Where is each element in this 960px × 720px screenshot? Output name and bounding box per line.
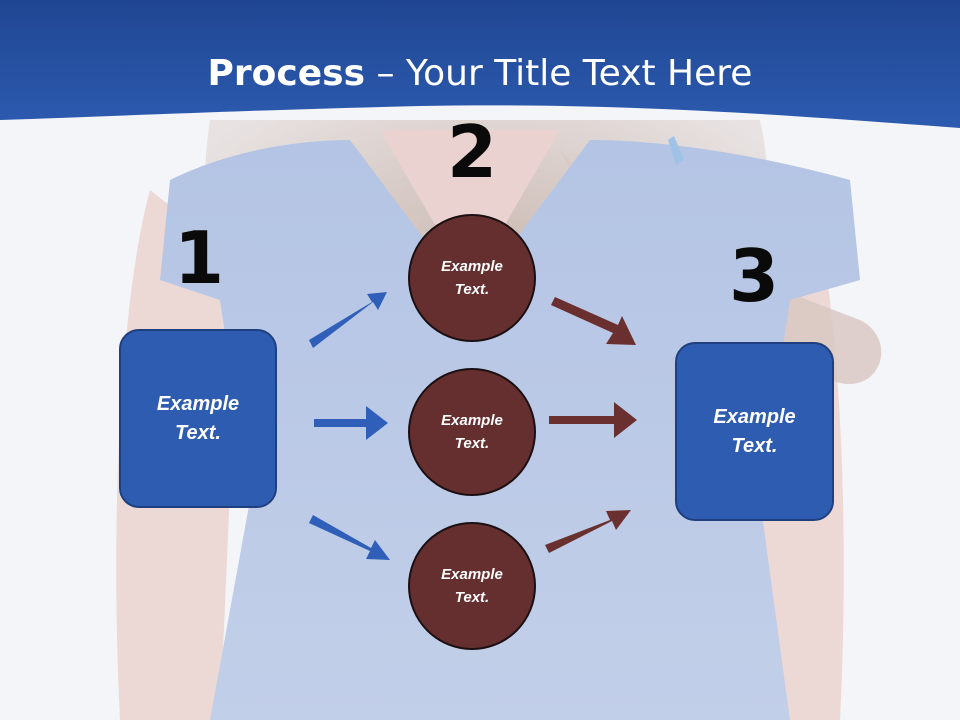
arrow-start-to-bottom bbox=[309, 515, 390, 560]
start-box: Example Text. bbox=[119, 329, 277, 508]
end-box: Example Text. bbox=[675, 342, 834, 521]
arrow-top-to-end bbox=[551, 297, 636, 345]
step-number-1: 1 bbox=[173, 216, 225, 300]
circle-middle: Example Text. bbox=[408, 368, 536, 496]
title-rest: – Your Title Text Here bbox=[365, 53, 753, 94]
title-bold: Process bbox=[207, 53, 366, 94]
arrow-bottom-to-end bbox=[545, 510, 631, 553]
step-number-3: 3 bbox=[728, 234, 780, 318]
arrow-start-to-top bbox=[309, 292, 387, 348]
step-number-2: 2 bbox=[446, 110, 498, 194]
arrow-start-to-middle bbox=[314, 406, 388, 440]
page-title: Process – Your Title Text Here bbox=[0, 50, 960, 98]
header-banner bbox=[0, 0, 960, 128]
arrow-middle-to-end bbox=[549, 402, 637, 438]
circle-top: Example Text. bbox=[408, 214, 536, 342]
circle-bottom: Example Text. bbox=[408, 522, 536, 650]
